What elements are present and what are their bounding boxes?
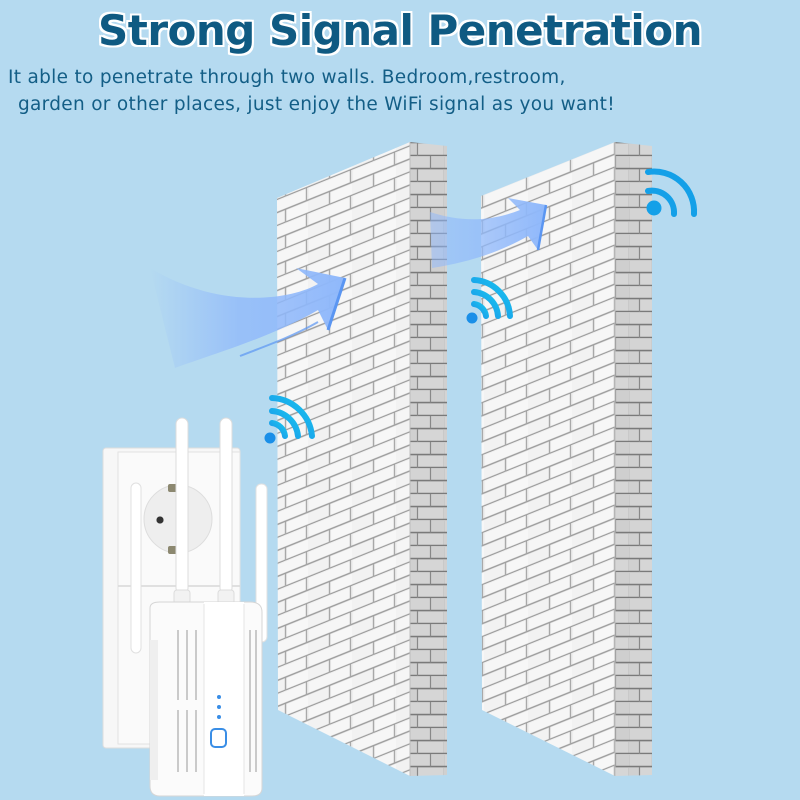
status-led-3 bbox=[217, 715, 221, 719]
signal-arrow-1 bbox=[150, 268, 347, 368]
wifi-signal-icon-1 bbox=[264, 395, 315, 444]
antenna-2 bbox=[219, 417, 233, 595]
vent-slots bbox=[177, 630, 257, 772]
description-line-1: It able to penetrate through two walls. … bbox=[8, 67, 566, 88]
status-led-1 bbox=[217, 695, 221, 699]
wifi-signal-icon-3 bbox=[645, 168, 698, 217]
description: It able to penetrate through two walls. … bbox=[8, 64, 800, 118]
wifi-range-extender bbox=[130, 417, 268, 797]
wifi-signal-icon-2 bbox=[466, 277, 513, 324]
antenna-1 bbox=[175, 417, 189, 595]
description-line-2: garden or other places, just enjoy the W… bbox=[18, 94, 615, 115]
brick-wall-2 bbox=[481, 142, 652, 776]
page-title: Strong Signal Penetration bbox=[98, 6, 702, 55]
status-led-2 bbox=[217, 705, 221, 709]
signal-arrow-2 bbox=[430, 198, 548, 268]
brick-wall-1 bbox=[277, 142, 447, 776]
wps-button-icon bbox=[210, 728, 227, 748]
